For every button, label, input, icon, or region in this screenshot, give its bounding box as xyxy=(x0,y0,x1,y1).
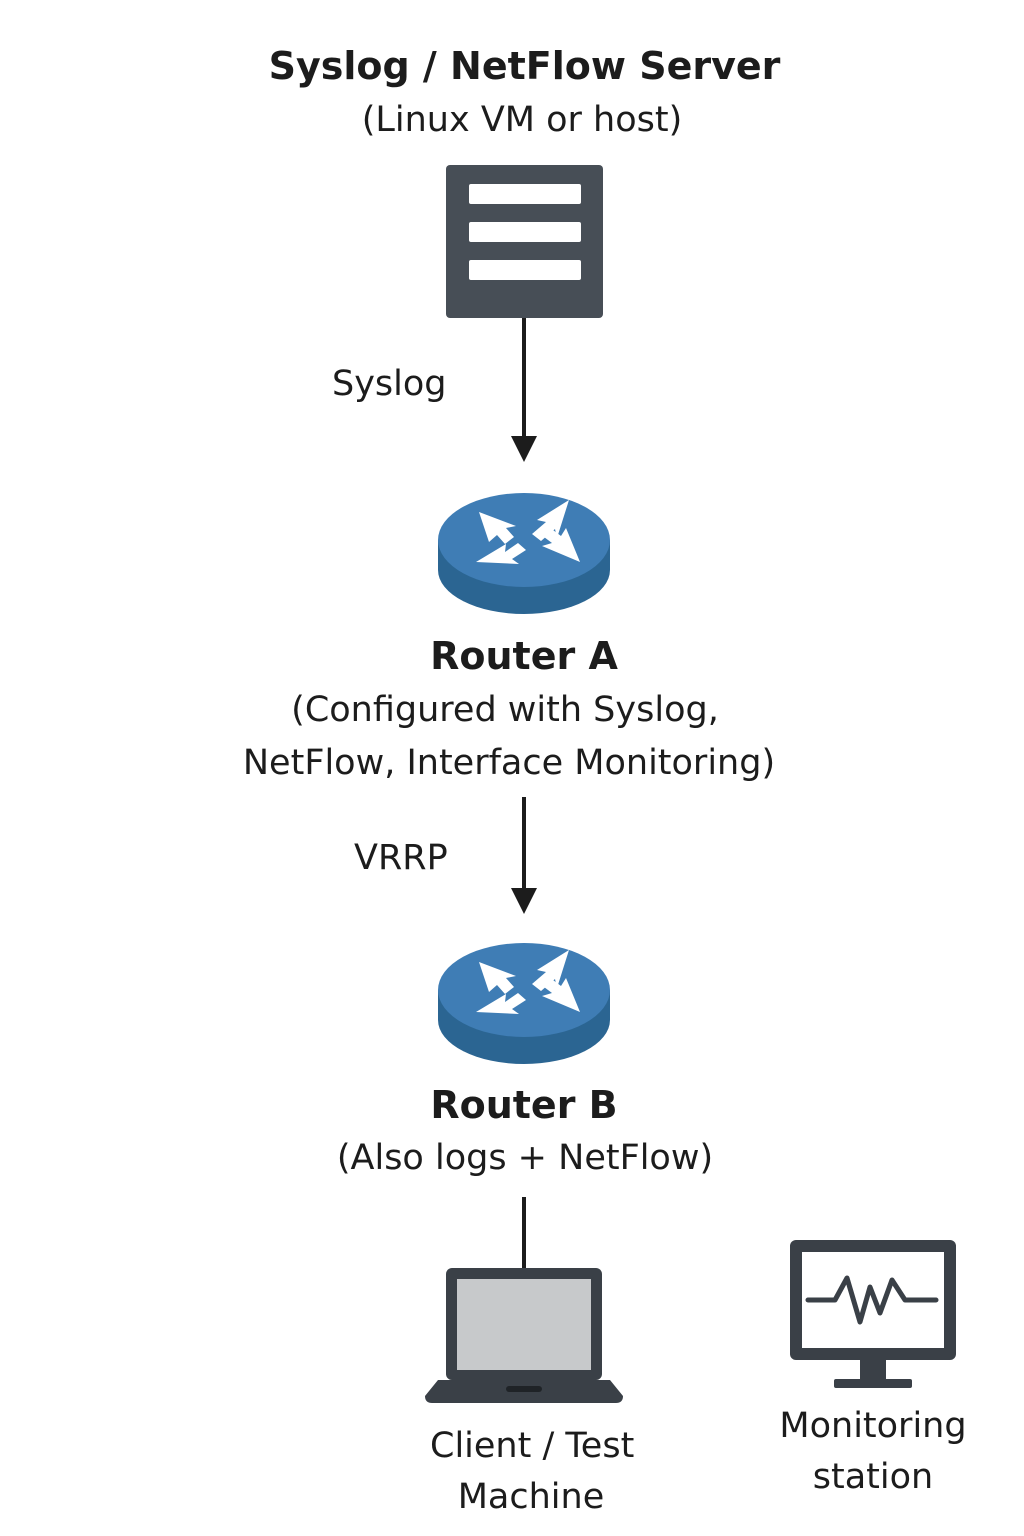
vrrp-edge-label: VRRP xyxy=(354,838,448,878)
vrrp-connector xyxy=(511,797,537,914)
laptop-icon xyxy=(425,1268,623,1403)
client-label-line1: Client / Test xyxy=(430,1426,635,1466)
router-icon xyxy=(438,493,610,614)
router-a-subtitle-line1: (Configured with Syslog, xyxy=(291,690,719,730)
router-b-title: Router B xyxy=(430,1083,618,1127)
router-b-subtitle: (Also logs + NetFlow) xyxy=(336,1138,714,1178)
syslog-connector xyxy=(511,318,537,462)
router-a-subtitle-line2: NetFlow, Interface Monitoring) xyxy=(242,743,776,783)
router-a-title: Router A xyxy=(430,634,618,678)
monitor-label-line2: station xyxy=(812,1457,934,1497)
server-subtitle: (Linux VM or host) xyxy=(361,100,683,140)
monitor-pulse-icon xyxy=(790,1240,956,1388)
router-icon xyxy=(438,943,610,1064)
syslog-edge-label: Syslog xyxy=(332,364,447,404)
server-title: Syslog / NetFlow Server xyxy=(268,44,781,88)
client-label-line2: Machine xyxy=(457,1477,605,1517)
server-rack-icon xyxy=(446,165,603,318)
monitor-label-line1: Monitoring xyxy=(779,1406,967,1446)
